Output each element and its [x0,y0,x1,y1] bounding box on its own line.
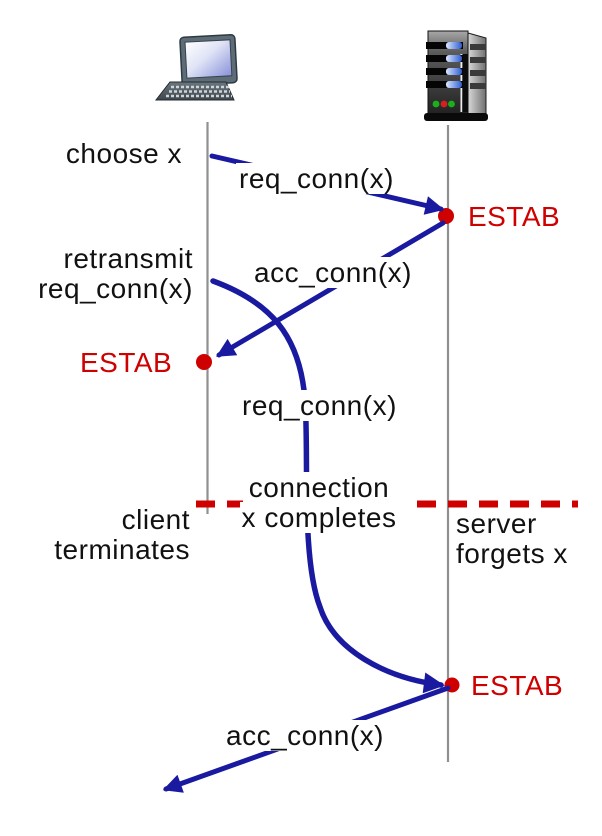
server-front-column [463,54,468,112]
label-estab-client: ESTAB [80,347,173,378]
client-computer-icon [154,34,238,101]
label-connection-x-completes: connection x completes [239,472,399,533]
label-choose-x: choose x [65,138,182,169]
label-server-forgets-x: server forgets x [456,508,568,569]
monitor-screen [184,39,233,79]
label-retransmit: retransmit req_conn(x) [38,243,193,304]
server-led-red [440,100,448,108]
server-led-green [432,100,440,108]
label-req-conn-2: req_conn(x) [239,390,400,421]
label-acc-conn-1: acc_conn(x) [251,257,416,288]
server-base [424,113,488,121]
label-acc-conn-2: acc_conn(x) [223,720,388,751]
label-req-conn-1: req_conn(x) [236,163,397,194]
label-estab-server-1: ESTAB [468,201,561,232]
server-side-ridge [470,57,486,63]
server-side-ridge [470,70,486,76]
server-side-ridge [470,44,486,50]
server-drive-slots [426,42,463,88]
label-client-terminates: client terminates [54,504,190,565]
server-tower-icon [424,30,488,121]
server-side-ridge [470,83,486,89]
label-estab-server-2: ESTAB [471,670,564,701]
server-led-green [448,100,455,108]
arrow-acc-conn-1 [216,220,446,358]
estab-dot-client [196,354,212,370]
